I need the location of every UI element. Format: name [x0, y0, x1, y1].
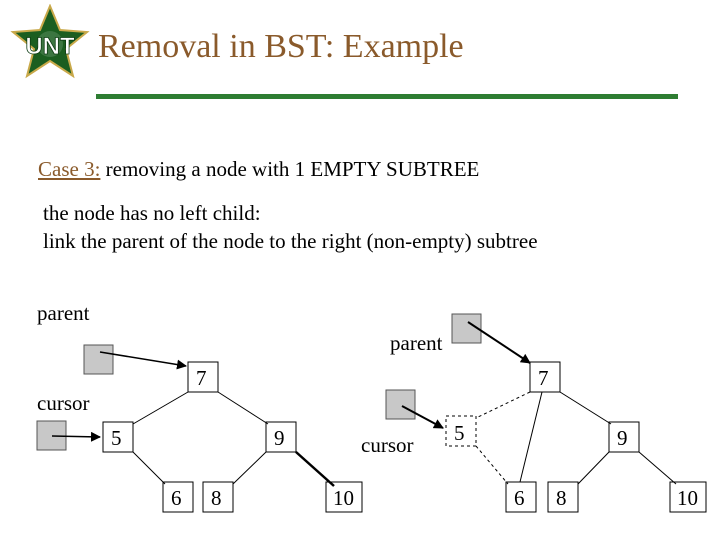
case-heading: Case 3: removing a node with 1 EMPTY SUB…	[38, 157, 479, 182]
left-node-5-label: 5	[111, 426, 122, 450]
left-edge-9-10	[295, 451, 335, 487]
left-node-9	[265, 421, 297, 453]
left-node-8-label: 8	[211, 486, 222, 510]
right-edge-7-5-removed	[475, 391, 531, 419]
right-parent-label: parent	[390, 331, 443, 355]
right-cursor-arrow	[401, 405, 444, 429]
left-parent-pointer-box	[83, 344, 114, 375]
unt-logo: UNT	[10, 4, 90, 79]
right-node-10	[669, 481, 707, 513]
right-node-8-label: 8	[556, 486, 567, 510]
left-edge-5-6	[132, 451, 166, 485]
left-parent-label: parent	[37, 301, 90, 325]
logo-star-shape	[10, 4, 90, 79]
left-node-7	[187, 361, 219, 393]
left-cursor-pointer-box	[36, 420, 67, 451]
right-node-7-label: 7	[538, 366, 549, 390]
right-parent-arrow	[467, 321, 531, 364]
slide-title: Removal in BST: Example	[98, 28, 464, 65]
left-edge-9-8	[232, 451, 267, 485]
right-node-9-label: 9	[617, 426, 628, 450]
right-edge-9-8	[577, 451, 610, 485]
right-node-9	[608, 421, 640, 453]
case-label: Case 3:	[38, 157, 101, 181]
title-rule	[96, 94, 678, 99]
left-cursor-label: cursor	[37, 391, 89, 415]
left-parent-arrow	[99, 351, 187, 370]
left-tree: parent cursor 7 5 9 6 8 10	[36, 301, 363, 513]
right-tree: parent cursor 7 5 9 6 8 10	[361, 313, 707, 513]
right-cursor-pointer-box	[385, 389, 416, 420]
right-cursor-label: cursor	[361, 433, 413, 457]
left-node-10	[325, 481, 363, 513]
right-node-6	[505, 481, 537, 513]
left-node-5	[102, 421, 134, 453]
left-edge-7-9	[217, 391, 269, 425]
right-node-7	[529, 361, 561, 393]
right-node-5	[445, 415, 477, 447]
left-node-6-label: 6	[171, 486, 182, 510]
explanation-line-2: link the parent of the node to the right…	[43, 229, 538, 253]
right-node-8	[547, 481, 579, 513]
right-edge-5-6-removed	[475, 445, 509, 485]
left-node-9-label: 9	[274, 426, 285, 450]
right-node-6-label: 6	[514, 486, 525, 510]
right-node-10-label: 10	[677, 486, 698, 510]
left-edge-7-5	[132, 391, 189, 425]
right-edge-7-9	[559, 391, 612, 425]
right-node-5-label: 5	[454, 421, 465, 445]
left-node-8	[202, 481, 234, 513]
left-node-10-label: 10	[333, 486, 354, 510]
logo-text: UNT	[25, 33, 75, 60]
left-node-7-label: 7	[196, 366, 207, 390]
left-node-6	[162, 481, 194, 513]
case-description: removing a node with 1 EMPTY SUBTREE	[100, 157, 480, 181]
right-edge-9-10	[638, 451, 677, 485]
right-edge-7-6-new	[519, 391, 543, 483]
explanation-line-1: the node has no left child:	[43, 201, 261, 225]
left-cursor-arrow	[51, 431, 101, 442]
